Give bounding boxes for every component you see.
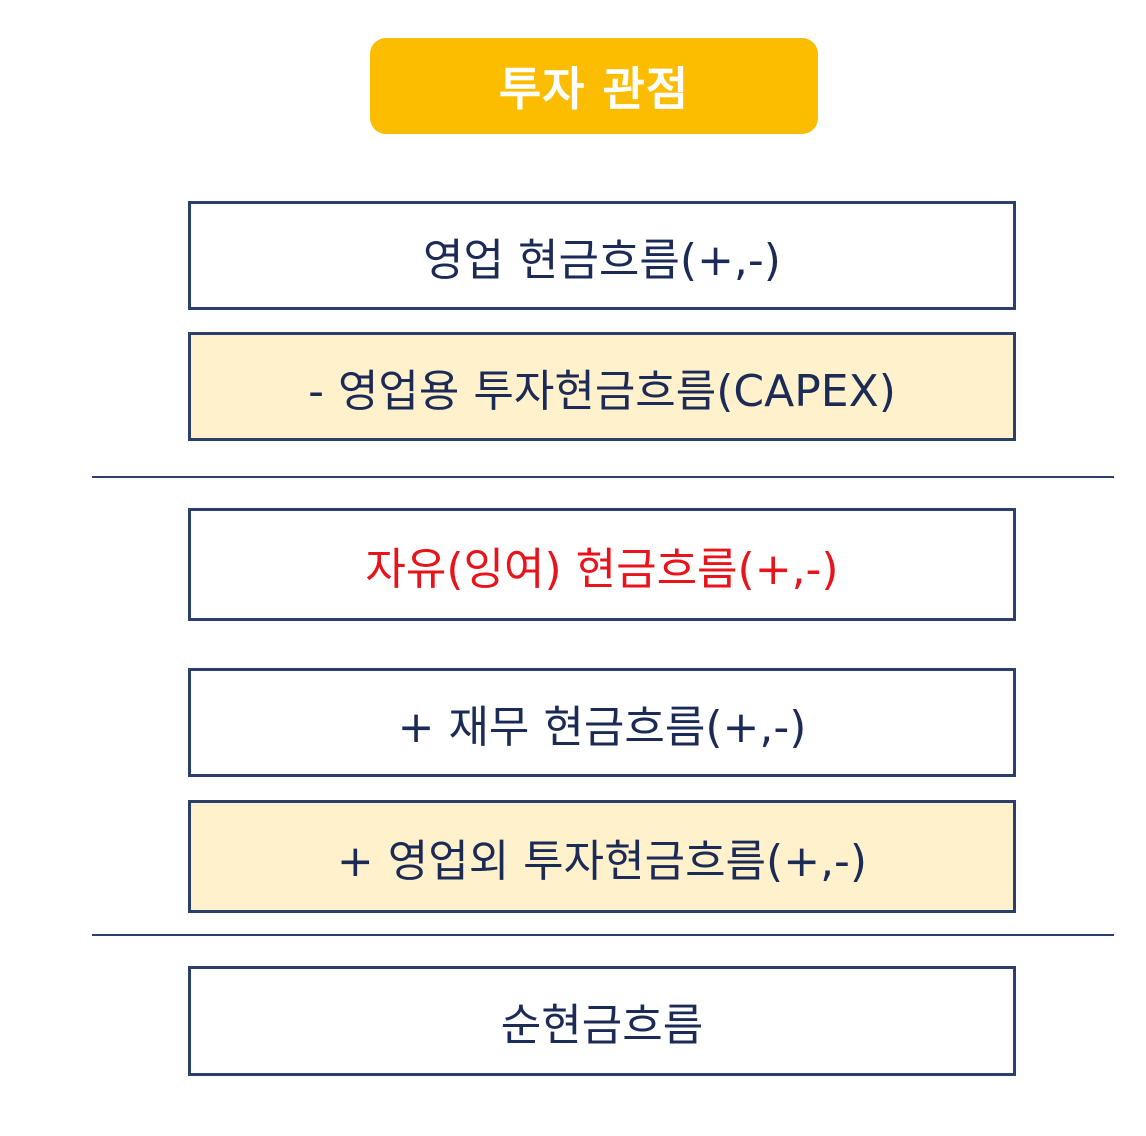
row-label: - 영업용 투자현금흐름(CAPEX) [308, 365, 896, 417]
row-label: + 재무 현금흐름(+,-) [397, 701, 807, 753]
row-label: 순현금흐름 [500, 1000, 704, 1051]
header-title: 투자 관점 [498, 62, 690, 116]
row-operating-cash-flow: 영업 현금흐름(+,-) [188, 201, 1016, 310]
row-capex: - 영업용 투자현금흐름(CAPEX) [188, 332, 1016, 441]
divider-line [92, 934, 1114, 936]
header-badge: 투자 관점 [370, 38, 818, 134]
row-label: 영업 현금흐름(+,-) [423, 234, 781, 286]
divider-line [92, 476, 1114, 478]
row-label: 자유(잉여) 현금흐름(+,-) [365, 543, 839, 595]
row-financing-cash-flow: + 재무 현금흐름(+,-) [188, 668, 1016, 777]
row-free-cash-flow: 자유(잉여) 현금흐름(+,-) [188, 508, 1016, 621]
row-non-operating-investing-cash-flow: + 영업외 투자현금흐름(+,-) [188, 800, 1016, 913]
row-net-cash-flow: 순현금흐름 [188, 966, 1016, 1076]
row-label: + 영업외 투자현금흐름(+,-) [336, 835, 868, 887]
